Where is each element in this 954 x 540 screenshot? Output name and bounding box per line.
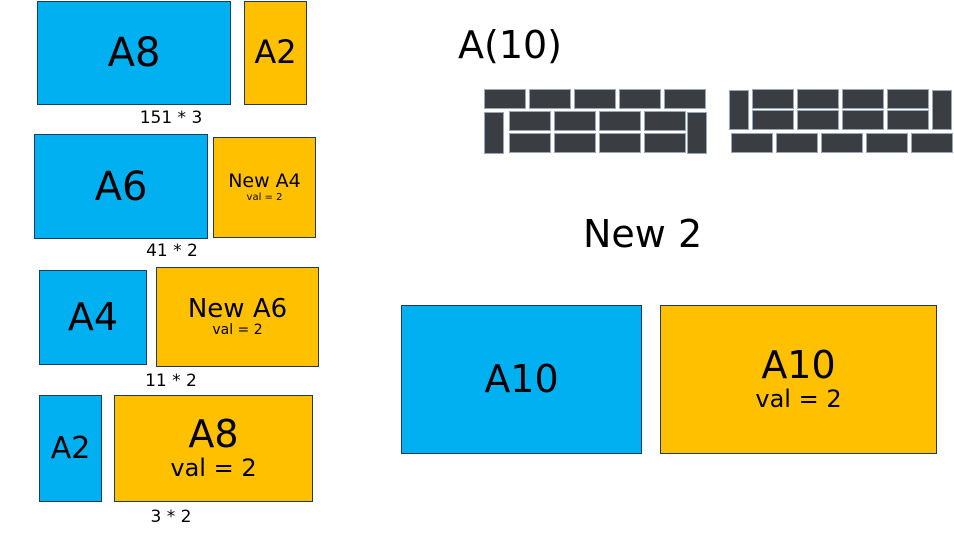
stack-row4-left-label: A2 <box>50 430 91 466</box>
stack-row2-right-label: New A4 <box>228 170 301 193</box>
brick-right-side-2 <box>932 90 952 130</box>
stack-row1-left-box: A8 <box>37 1 231 105</box>
stack-row4-left-box: A2 <box>39 395 102 502</box>
brick-right-bottom-3 <box>821 133 863 153</box>
brick-right-side-1 <box>729 90 749 130</box>
brick-left-mid-2 <box>554 111 596 131</box>
brick-left-top-4 <box>619 89 661 109</box>
brick-left-bottom-2 <box>554 133 596 153</box>
brick-left-bottom-1 <box>509 133 551 153</box>
stack-row2-right-sub: val = 2 <box>246 191 283 203</box>
stack-row4-right-box: A8 val = 2 <box>114 395 313 502</box>
result-right-sub: val = 2 <box>755 385 842 414</box>
stack-row3-right-label: New A6 <box>187 293 288 324</box>
brick-left-top-3 <box>574 89 616 109</box>
result-left-box: A10 <box>401 305 642 454</box>
brick-left-mid-3 <box>599 111 641 131</box>
brick-right-mid-3 <box>842 110 884 130</box>
stack-row4-right-sub: val = 2 <box>170 454 257 483</box>
stack-row3-left-label: A4 <box>67 294 119 339</box>
brick-left-side-1 <box>484 112 504 154</box>
result-left-label: A10 <box>484 356 559 401</box>
brick-right-bottom-2 <box>776 133 818 153</box>
stack-row4-caption: 3 * 2 <box>150 507 192 527</box>
brick-left-top-2 <box>529 89 571 109</box>
stack-row4-right-label: A8 <box>188 412 239 457</box>
new-title: New 2 <box>583 212 703 256</box>
stack-row1-caption: 151 * 3 <box>139 108 203 128</box>
grid-title: A(10) <box>458 23 562 67</box>
brick-right-mid-2 <box>797 110 839 130</box>
brick-right-bottom-5 <box>911 133 953 153</box>
stack-row3-right-sub: val = 2 <box>212 321 263 338</box>
brick-right-top-4 <box>887 89 929 109</box>
stack-row3-right-box: New A6 val = 2 <box>156 267 319 367</box>
stack-row2-left-box: A6 <box>34 134 208 239</box>
stack-row3-left-box: A4 <box>39 270 147 365</box>
result-right-label: A10 <box>761 343 836 388</box>
brick-left-top-1 <box>484 89 526 109</box>
brick-left-mid-1 <box>509 111 551 131</box>
stack-row1-right-label: A2 <box>254 33 297 72</box>
result-right-box: A10 val = 2 <box>660 305 937 454</box>
brick-left-mid-4 <box>644 111 686 131</box>
brick-right-top-1 <box>752 89 794 109</box>
stack-row2-left-label: A6 <box>94 163 148 210</box>
brick-left-side-2 <box>687 112 707 154</box>
brick-right-top-3 <box>842 89 884 109</box>
stack-row1-left-label: A8 <box>107 30 161 76</box>
brick-right-mid-1 <box>752 110 794 130</box>
brick-left-top-5 <box>664 89 706 109</box>
brick-right-top-2 <box>797 89 839 109</box>
stack-row2-right-box: New A4 val = 2 <box>213 137 316 238</box>
brick-right-bottom-1 <box>731 133 773 153</box>
brick-left-bottom-4 <box>644 133 686 153</box>
brick-right-bottom-4 <box>866 133 908 153</box>
stack-row2-caption: 41 * 2 <box>146 241 198 261</box>
stack-row3-caption: 11 * 2 <box>145 371 197 391</box>
stack-row1-right-box: A2 <box>244 1 307 105</box>
brick-right-mid-4 <box>887 110 929 130</box>
brick-left-bottom-3 <box>599 133 641 153</box>
